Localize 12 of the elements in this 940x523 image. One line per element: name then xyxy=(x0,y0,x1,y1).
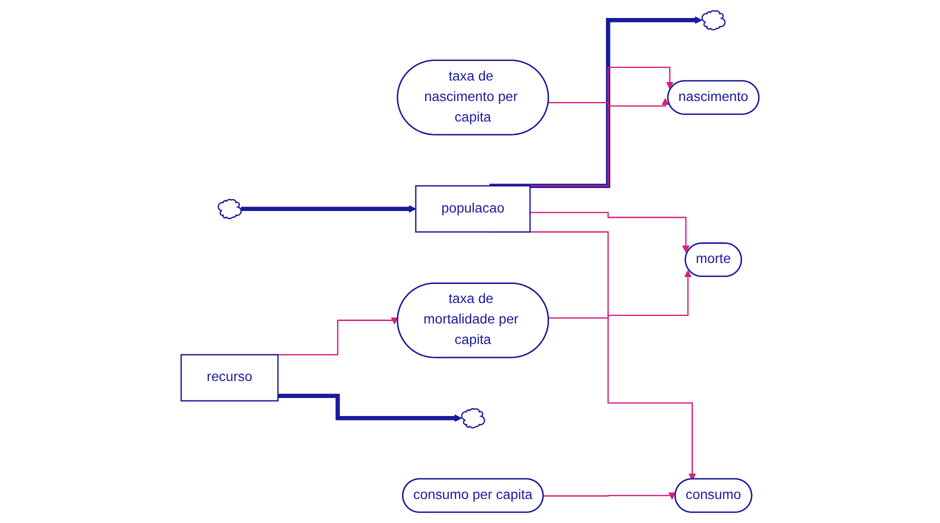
arrow xyxy=(548,270,692,319)
arrow xyxy=(278,394,462,422)
arrow xyxy=(544,492,676,500)
arrow xyxy=(548,98,670,107)
node-cloud xyxy=(461,408,486,428)
arrow xyxy=(241,205,416,213)
node-box: recurso xyxy=(180,354,279,402)
arrow xyxy=(530,212,690,253)
node-box: populacao xyxy=(415,185,531,233)
node-cloud xyxy=(218,198,242,220)
arrow xyxy=(489,16,702,188)
node-cloud xyxy=(701,10,726,30)
